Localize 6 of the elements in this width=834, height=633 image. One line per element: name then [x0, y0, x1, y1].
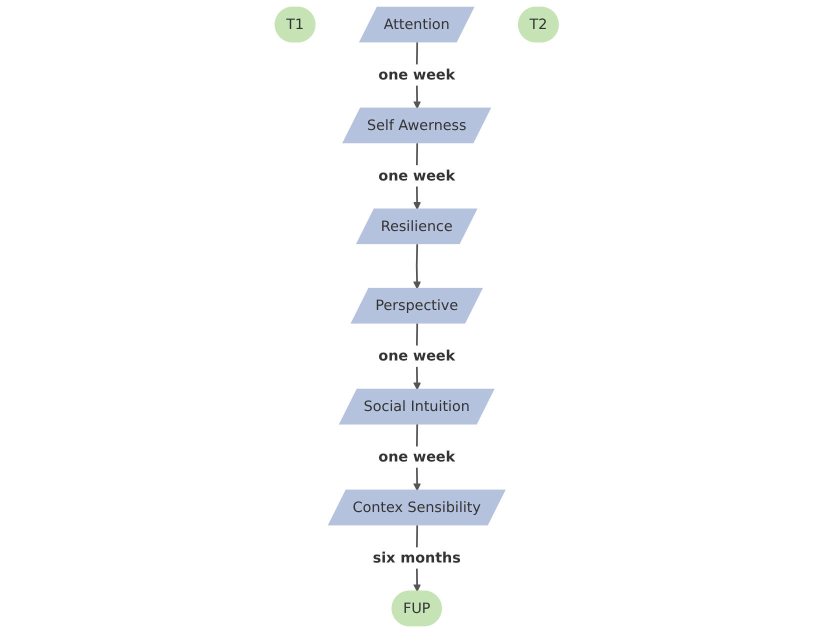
arrow: [413, 244, 422, 290]
edge-label: one week: [378, 448, 456, 466]
edge-label: one week: [378, 347, 456, 364]
edge-label: six months: [373, 549, 461, 566]
edge-label: one week: [378, 66, 456, 84]
edge-label: one week: [378, 166, 456, 184]
